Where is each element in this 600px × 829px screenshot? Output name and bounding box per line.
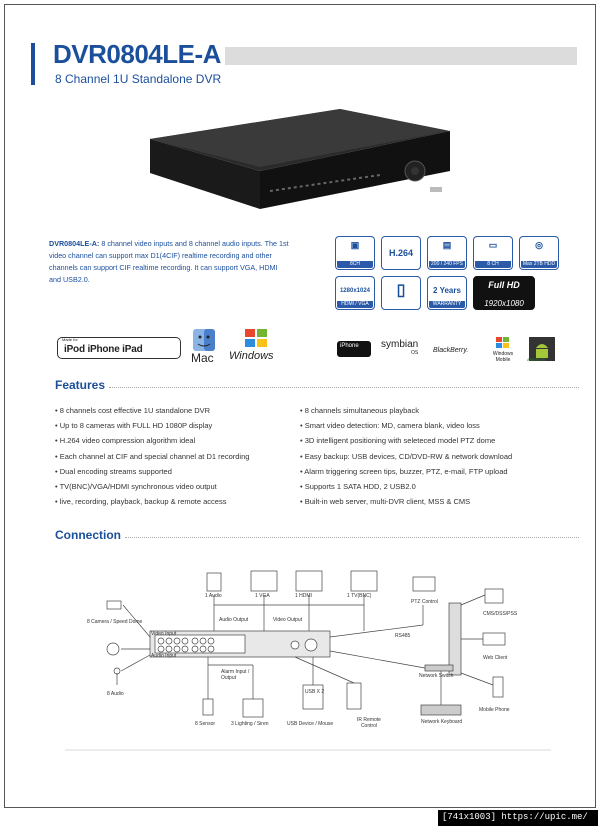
- feature-item: 8 channels simultaneous playback: [300, 403, 585, 418]
- watermark-bar: [741x1003] https://upic.me/: [438, 810, 598, 826]
- diagram-label-audio-output: Audio Output: [219, 617, 249, 623]
- features-right-list: 8 channels simultaneous playback Smart v…: [300, 403, 585, 509]
- feature-item: Dual encoding streams supported: [55, 464, 295, 479]
- made-for-ipod-badge: Made for iPod iPhone iPad: [57, 337, 181, 359]
- diagram-label-video-output: Video Output: [273, 617, 303, 623]
- diagram-label-vga: 1 VGA: [255, 593, 270, 599]
- feature-item: Alarm triggering screen tips, buzzer, PT…: [300, 464, 585, 479]
- feature-item: Smart video detection: MD, camera blank,…: [300, 418, 585, 433]
- feature-item: Supports 1 SATA HDD, 2 USB2.0: [300, 479, 585, 494]
- connection-diagram-lines: [65, 570, 551, 751]
- h264-icon: H.264: [381, 236, 421, 270]
- diagram-label-camera: 8 Camera / Speed Dome: [87, 619, 143, 625]
- feature-item: Built-in web server, multi-DVR client, M…: [300, 494, 585, 509]
- description-model: DVR0804LE-A:: [49, 239, 100, 248]
- full-hd-icon: Full HD 1920x1080: [473, 276, 535, 310]
- resolution-icon: 1280x1024 HDMI / VGA: [335, 276, 375, 310]
- diagram-label-usb-device: USB Device / Mouse: [287, 721, 334, 727]
- feature-item: 3D intelligent positioning with seletece…: [300, 433, 585, 448]
- diagram-label-cms: CMS/DSS/PSS: [483, 611, 518, 617]
- feature-item: Each channel at CIF and special channel …: [55, 449, 295, 464]
- channel-icon: ▣ 8CH: [335, 236, 375, 270]
- diagram-label-lighting: 3 Lighting / Siren: [231, 721, 269, 727]
- diagram-label-audio8: 8 Audio: [107, 691, 124, 697]
- feature-item: Easy backup: USB devices, CD/DVD-RW & ne…: [300, 449, 585, 464]
- diagram-label-tv: 1 TV(BNC): [347, 593, 372, 599]
- diagram-label-rs485: RS485: [395, 633, 411, 639]
- feature-item: live, recording, playback, backup & remo…: [55, 494, 295, 509]
- hdd-icon: ◎ Max 2TB HDD: [519, 236, 559, 270]
- iphone-badge: iPhone: [337, 341, 371, 357]
- features-heading: Features: [55, 378, 106, 392]
- feature-item: Up to 8 cameras with FULL HD 1080P displ…: [55, 418, 295, 433]
- page-frame: DVR0804LE-A 8 Channel 1U Standalone DVR …: [4, 4, 596, 808]
- connection-divider: [125, 537, 579, 538]
- windows-mobile-icon: [496, 337, 509, 348]
- product-description: DVR0804LE-A: 8 channel video inputs and …: [49, 238, 289, 286]
- title-accent-bar: [31, 43, 35, 85]
- mac-finder-icon: [193, 329, 215, 351]
- audio-channel-icon: ▭ 8 CH: [473, 236, 513, 270]
- diagram-label-usb-x2: USB X 2: [305, 689, 325, 695]
- features-left-list: 8 channels cost effective 1U standalone …: [55, 403, 295, 509]
- diagram-label-sensor: 8 Sensor: [195, 721, 216, 727]
- phone-icon: ▯: [381, 276, 421, 310]
- symbian-logo: symbian OS: [381, 339, 419, 356]
- connection-diagram: 1 Audio 1 VGA 1 HDMI 1 TV(BNC) PTZ Contr…: [65, 565, 585, 765]
- feature-item: 8 channels cost effective 1U standalone …: [55, 403, 295, 418]
- diagram-label-ptz: PTZ Control: [411, 599, 438, 605]
- diagram-label-audio1: 1 Audio: [205, 593, 222, 599]
- windows-logo-icon: [245, 329, 267, 347]
- diagram-label-mobile: Mobile Phone: [479, 707, 510, 713]
- features-divider: [109, 387, 579, 388]
- dvr-product-image: [150, 109, 450, 209]
- diagram-label-alarm: Alarm Input / Output: [221, 669, 250, 681]
- diagram-label-audio-input: Audio Input: [151, 653, 177, 659]
- page-title: DVR0804LE-A: [53, 39, 221, 69]
- description-text: 8 channel video inputs and 8 channel aud…: [49, 239, 289, 284]
- diagram-label-hdmi: 1 HDMI: [295, 593, 312, 599]
- android-icon: [529, 337, 555, 361]
- connection-heading: Connection: [55, 528, 121, 542]
- windows-label: Windows: [229, 350, 274, 362]
- diagram-label-video-input: Video Input: [151, 631, 177, 637]
- android-label: ANDROID: [527, 357, 546, 362]
- fps-icon: ▤ 200 / 240 FPS: [427, 236, 467, 270]
- feature-item: H.264 video compression algorithm ideal: [55, 433, 295, 448]
- windows-mobile-logo: Windows Mobile: [489, 337, 517, 363]
- compatibility-logos: Made for iPod iPhone iPad Mac Windows iP…: [53, 325, 573, 370]
- blackberry-logo: BlackBerry.: [433, 347, 469, 354]
- header-decor-bar: [225, 47, 577, 65]
- diagram-label-network-switch: Network Switch: [419, 673, 454, 679]
- warranty-icon: 2 Years WARRANTY: [427, 276, 467, 310]
- mac-label: Mac: [191, 351, 214, 365]
- page-subtitle: 8 Channel 1U Standalone DVR: [55, 72, 222, 86]
- diagram-label-web-client: Web Client: [483, 655, 508, 661]
- diagram-label-keyboard: Network Keyboard: [421, 719, 463, 725]
- diagram-label-ir-remote: IR Remote Control: [357, 717, 381, 729]
- feature-item: TV(BNC)/VGA/HDMI synchronous video outpu…: [55, 479, 295, 494]
